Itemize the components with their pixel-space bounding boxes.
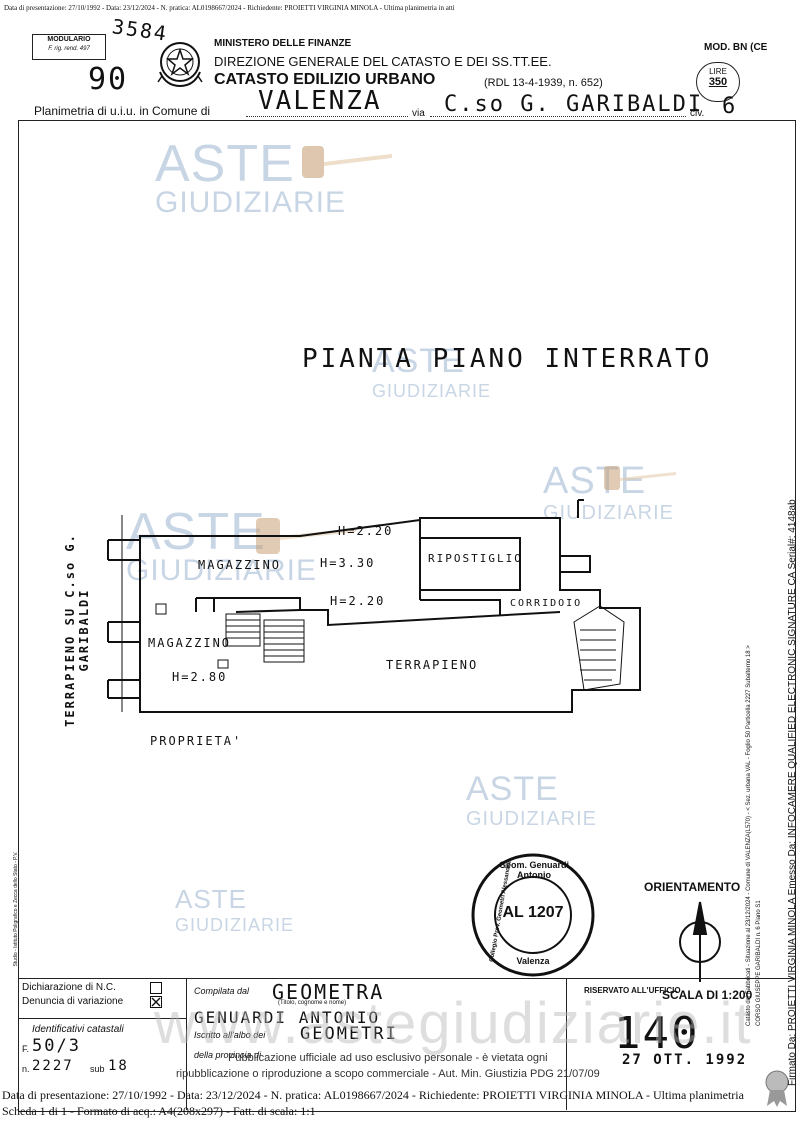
professional-stamp: Geom. Genuardi Antonio Collegio Prov. Ge… [470,852,596,978]
compilata-label: Compilata dal [194,986,250,996]
check-x-icon [151,997,161,1007]
bottom-line-2: Scheda 1 di 1 - Formato di acq.: A4(208x… [2,1104,316,1118]
iscritto-label: Iscritto all'albo dei [194,1030,266,1040]
stamp-number: AL 1207 [502,904,564,921]
riservato-label: RISERVATO ALL'UFFICIO [584,986,681,995]
height-h220-mid: H=2.20 [330,594,386,608]
hand-num-footer: 140 [614,1008,700,1059]
stamp-city: Valenza [516,956,550,966]
numero-label: n. [22,1064,30,1074]
footer-divider-1 [186,978,187,1110]
gavel-icon [296,140,396,195]
room-terrapieno: TERRAPIENO [386,658,479,672]
denuncia-checkbox[interactable] [150,996,162,1008]
via-dots [430,116,686,117]
via-label: via [412,108,425,119]
ministry-name: MINISTERO DELLE FINANZE [214,38,352,49]
nome-value: GENUARDI ANTONIO [194,1008,381,1027]
sub-value: 18 [108,1058,129,1074]
bottom-line-1: Data di presentazione: 27/10/1992 - Data… [2,1088,744,1102]
dichiarazione-checkbox[interactable] [150,982,162,994]
top-banner: Data di presentazione: 27/10/1992 - Data… [4,4,455,12]
civ-label: civ. [690,108,705,119]
stamp-ring-top: Geom. Genuardi Antonio [498,860,569,880]
height-h280: H=2.80 [172,670,228,684]
denuncia-label: Denuncia di variazione [22,996,124,1007]
sub-label: sub [90,1064,105,1074]
foglio-value: 50/3 [32,1036,81,1056]
dichiarazione-label: Dichiarazione di N.C. [22,982,116,993]
right-margin-line-2: Catasto dei Fabbricati - Situazione al 2… [746,645,752,1026]
rdl-reference: (RDL 13-4-1939, n. 652) [484,77,603,89]
right-margin-line-3: CORSO GIUSEPPE GARIBALDI n. 6 Piano S1 [756,900,762,1026]
proprieta-label: PROPRIETA' [150,734,243,748]
scala-label: SCALA DI 1:200 [662,988,753,1002]
room-corridoio: CORRIDOIO [510,598,583,609]
right-margin-line-1: Firmato Da: PROIETTI VIRGINIA MINOLA Eme… [787,499,798,1086]
modulario-label: MODULARIO [47,36,91,43]
civ-value: 6 [722,94,738,119]
hand-number-left: 90 [88,62,129,97]
geometra-value: GEOMETRA [272,980,385,1004]
republic-emblem-icon [152,38,208,95]
plan-title: PIANTA PIANO INTERRATO [302,344,713,374]
comune-value: VALENZA [258,86,382,116]
gavel-icon [600,462,680,503]
foglio-label: F. [22,1044,30,1054]
numero-value: 2227 [32,1058,74,1074]
room-ripostiglio: RIPOSTIGLIO [428,552,523,565]
data-timbro: 27 OTT. 1992 [622,1052,748,1068]
direction-name: DIREZIONE GENERALE DEL CATASTO E DEI SS.… [214,54,552,69]
planimetria-dots [246,116,408,117]
room-magazzino-2: MAGAZZINO [148,636,232,650]
modulario-sub: F. rig. rend. 497 [48,46,90,52]
orientamento-label: ORIENTAMENTO [644,880,741,894]
catasto-title: CATASTO EDILIZIO URBANO [214,71,436,88]
modulario-box: MODULARIO F. rig. rend. 497 [32,34,106,60]
footer-divider-3 [18,1018,186,1019]
lire-label: LIRE [709,67,727,76]
lire-value: 350 [708,76,728,88]
planimetria-label: Planimetria di u.i.u. in Comune di [34,104,211,118]
mod-label: MOD. BN (CE [704,42,768,53]
pubblicazione-line-1: Pubblicazione ufficiale ad uso esclusivo… [228,1052,548,1064]
room-magazzino-1: MAGAZZINO [198,558,282,572]
document-frame [18,120,796,1112]
identificativi-label: Identificativi catastali [32,1024,124,1035]
via-value: C.so G. GARIBALDI [444,92,704,117]
height-h330: H=3.30 [320,556,376,570]
compass-icon [679,901,721,982]
titolo-label: (Titolo, cognome e nome) [278,1000,347,1006]
seal-icon [762,1068,792,1113]
footer-box [18,978,794,1111]
lire-badge: LIRE 350 [696,62,740,102]
albo-value: GEOMETRI [300,1024,398,1044]
height-h220-top: H=2.20 [338,524,394,538]
site-watermark: www.astegiudiziarie.it [154,991,753,1056]
della-prov-label: della provincia di [194,1050,262,1060]
footer-divider-2 [566,978,567,1110]
pubblicazione-line-2: ripubblicazione o riproduzione a scopo c… [176,1068,600,1080]
